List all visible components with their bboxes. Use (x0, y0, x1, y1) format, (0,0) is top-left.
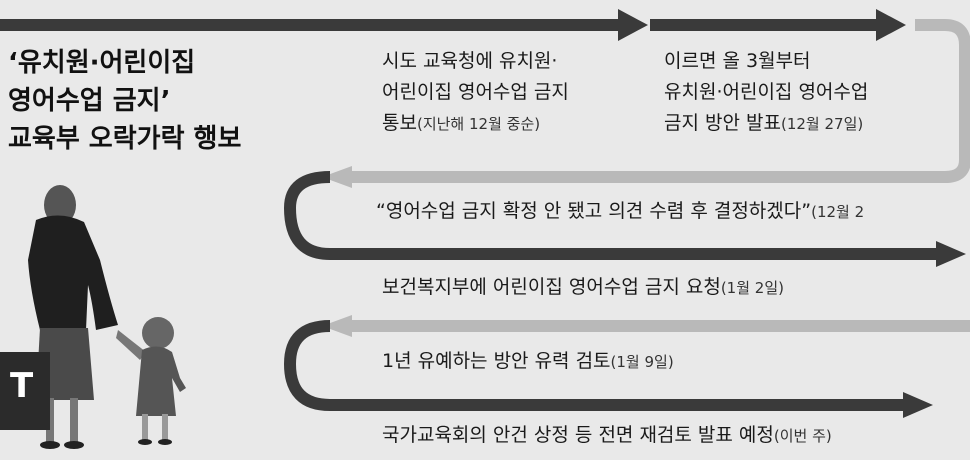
step-2-line-3: 금지 방안 발표(12월 27일) (664, 108, 868, 140)
step-5-text: 1년 유예하는 방안 유력 검토 (382, 350, 611, 372)
timeline-arrow-1 (0, 9, 648, 41)
step-5: 1년 유예하는 방안 유력 검토(1월 9일) (382, 346, 674, 378)
step-4-text: 보건복지부에 어린이집 영어수업 금지 요청 (382, 276, 721, 298)
step-1-line-3: 통보(지난해 12월 중순) (382, 108, 569, 140)
step-1-line-2: 어린이집 영어수업 금지 (382, 77, 569, 108)
title-line-2: 영어수업 금지’ (8, 82, 241, 120)
step-6: 국가교육회의 안건 상정 등 전면 재검토 발표 예정(이번 주) (382, 420, 832, 452)
step-3-text: “영어수업 금지 확정 안 됐고 의견 수렴 후 결정하겠다” (376, 200, 811, 222)
step-3: “영어수업 금지 확정 안 됐고 의견 수렴 후 결정하겠다”(12월 2 (376, 196, 864, 228)
step-1-line-1: 시도 교육청에 유치원· (382, 46, 569, 77)
step-1: 시도 교육청에 유치원· 어린이집 영어수업 금지 통보(지난해 12월 중순) (382, 46, 569, 140)
logo-letter: T (10, 366, 33, 406)
step-1-date: (지난해 12월 중순) (417, 115, 540, 133)
step-2-date: (12월 27일) (781, 115, 863, 133)
step-4-date: (1월 2일) (721, 279, 784, 297)
step-6-date: (이번 주) (774, 427, 832, 445)
arrowhead-right-3 (936, 241, 966, 267)
step-6-text: 국가교육회의 안건 상정 등 전면 재검토 발표 예정 (382, 424, 774, 446)
child-silhouette (116, 317, 186, 445)
timeline-arrow-2 (650, 9, 906, 41)
diagram-title: ‘유치원·어린이집 영어수업 금지’ 교육부 오락가락 행보 (8, 44, 241, 158)
arrowhead-right-final (903, 392, 933, 418)
step-3-date: (12월 2 (811, 203, 864, 221)
step-2: 이르면 올 3월부터 유치원·어린이집 영어수업 금지 방안 발표(12월 27… (664, 46, 868, 140)
step-5-date: (1월 9일) (611, 353, 674, 371)
step-2-line-2: 유치원·어린이집 영어수업 (664, 77, 868, 108)
title-line-3: 교육부 오락가락 행보 (8, 120, 241, 158)
title-line-1: ‘유치원·어린이집 (8, 44, 241, 82)
news-logo-mark: T (0, 352, 50, 430)
step-4: 보건복지부에 어린이집 영어수업 금지 요청(1월 2일) (382, 272, 784, 304)
step-2-line-1: 이르면 올 3월부터 (664, 46, 868, 77)
